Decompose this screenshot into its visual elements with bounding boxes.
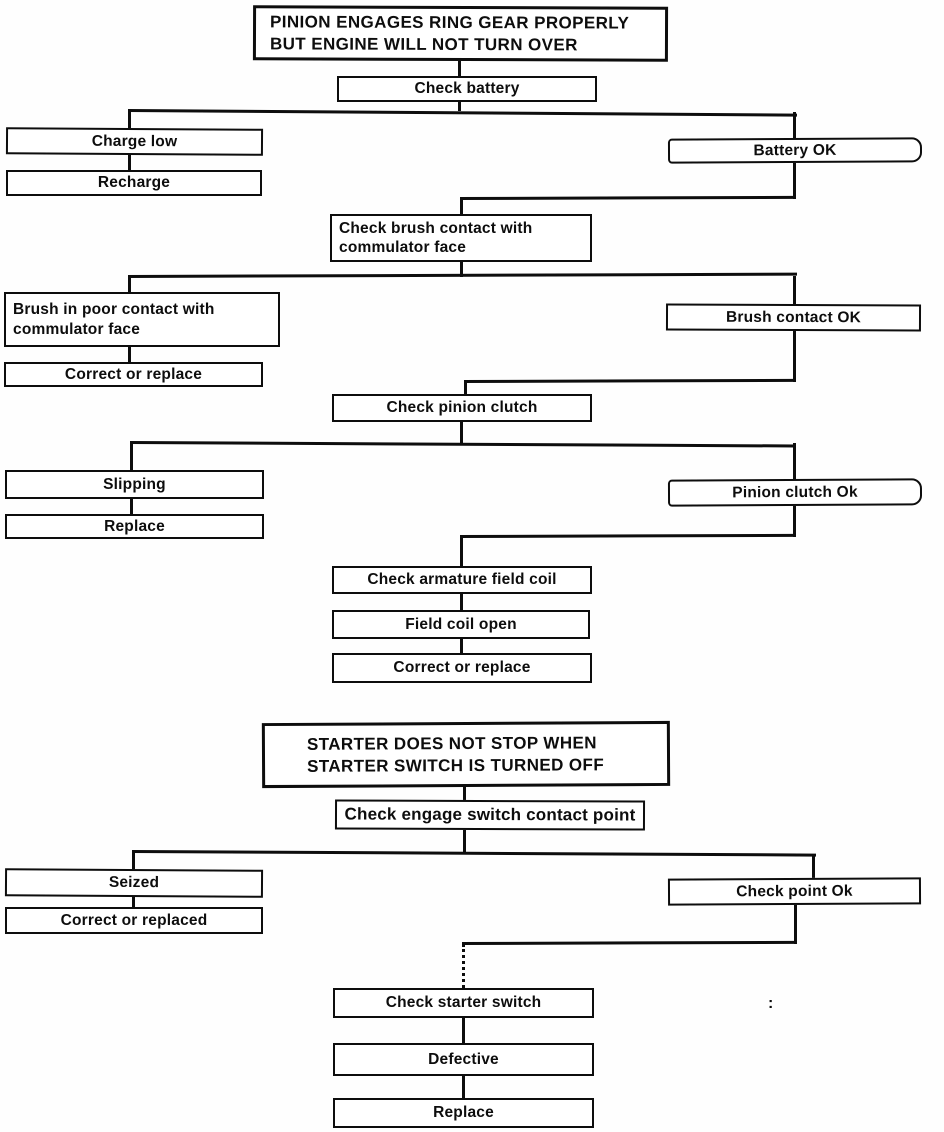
node-check-battery: Check battery xyxy=(337,76,597,102)
connector xyxy=(793,276,796,306)
node-label: Brush contact OK xyxy=(725,308,862,327)
scan-artifact-mark: : xyxy=(768,995,774,1012)
connector xyxy=(130,442,133,470)
connector xyxy=(793,506,796,537)
connector xyxy=(128,276,131,294)
connector xyxy=(128,110,131,129)
connector xyxy=(460,594,463,612)
node-label: Check battery xyxy=(414,80,520,98)
connector xyxy=(463,787,466,801)
section2-title-line2: STARTER SWITCH IS TURNED OFF xyxy=(307,754,605,776)
connector xyxy=(127,272,798,278)
connector xyxy=(129,441,796,448)
node-correct-or-replace-1: Correct or replace xyxy=(4,362,263,387)
connector xyxy=(132,851,135,869)
connector xyxy=(459,195,797,200)
node-battery-ok: Battery OK xyxy=(667,137,923,164)
connector xyxy=(794,905,797,944)
node-label: Brush in poor contact with commulator fa… xyxy=(13,301,215,338)
node-label: Check brush contact with commulator face xyxy=(339,219,533,256)
node-check-point-ok: Check point Ok xyxy=(667,877,922,906)
connector xyxy=(131,850,816,857)
node-section2-title: STARTER DOES NOT STOP WHEN STARTER SWITC… xyxy=(261,720,671,789)
node-defective: Defective xyxy=(333,1043,594,1076)
connector xyxy=(127,109,797,117)
connector xyxy=(793,163,796,199)
connector xyxy=(462,1076,465,1098)
node-replace-2: Replace xyxy=(333,1098,594,1128)
node-label: Slipping xyxy=(103,475,166,493)
node-correct-or-replaced: Correct or replaced xyxy=(5,907,263,934)
connector xyxy=(128,347,131,362)
node-correct-or-replace-2: Correct or replace xyxy=(332,653,592,683)
connector xyxy=(460,422,463,443)
connector xyxy=(461,940,798,945)
connector xyxy=(458,61,461,77)
node-label: Defective xyxy=(428,1050,499,1068)
node-check-starter-switch: Check starter switch xyxy=(333,988,594,1018)
node-check-engage-switch: Check engage switch contact point xyxy=(334,799,646,831)
connector xyxy=(460,536,463,566)
node-label: Check point Ok xyxy=(736,882,853,901)
node-label: Check engage switch contact point xyxy=(344,804,636,825)
node-label: Correct or replaced xyxy=(60,911,208,929)
node-label: Pinion clutch Ok xyxy=(732,483,858,502)
connector xyxy=(459,533,797,538)
connector xyxy=(793,443,796,479)
node-pinion-clutch-ok: Pinion clutch Ok xyxy=(667,478,923,507)
node-label: Replace xyxy=(104,517,165,535)
node-label: Battery OK xyxy=(753,141,837,160)
node-label: Check pinion clutch xyxy=(386,399,538,417)
node-check-armature-field-coil: Check armature field coil xyxy=(332,566,592,594)
node-label: Charge low xyxy=(91,132,178,151)
connector xyxy=(460,262,463,277)
node-label: Field coil open xyxy=(405,615,517,633)
node-label: Correct or replace xyxy=(393,659,531,677)
connector xyxy=(793,112,796,139)
connector xyxy=(464,381,467,396)
connector xyxy=(462,1018,465,1043)
node-label: Check armature field coil xyxy=(367,571,557,589)
node-brush-poor-contact: Brush in poor contact with commulator fa… xyxy=(4,292,280,347)
section1-title-line1: PINION ENGAGES RING GEAR PROPERLY xyxy=(270,12,630,33)
node-label: Recharge xyxy=(97,174,171,192)
section1-title-line2: BUT ENGINE WILL NOT TURN OVER xyxy=(269,33,578,54)
section2-title-line1: STARTER DOES NOT STOP WHEN xyxy=(306,733,597,755)
node-check-brush-contact: Check brush contact with commulator face xyxy=(330,214,592,262)
connector xyxy=(458,101,461,111)
node-seized: Seized xyxy=(4,868,264,898)
connector xyxy=(132,897,135,907)
connector xyxy=(812,854,815,879)
node-field-coil-open: Field coil open xyxy=(332,610,590,639)
node-slipping: Slipping xyxy=(5,470,264,499)
connector xyxy=(463,830,466,852)
node-label: Seized xyxy=(108,874,160,892)
node-label: Correct or replace xyxy=(64,365,203,383)
node-label: Check starter switch xyxy=(385,994,542,1012)
connector xyxy=(463,378,797,383)
connector xyxy=(460,198,463,216)
node-section1-title: PINION ENGAGES RING GEAR PROPERLY BUT EN… xyxy=(252,5,669,62)
node-recharge: Recharge xyxy=(6,170,262,196)
connector xyxy=(793,331,796,382)
connector xyxy=(128,155,131,171)
connector xyxy=(462,944,465,988)
node-brush-contact-ok: Brush contact OK xyxy=(665,303,922,332)
node-label: Replace xyxy=(433,1104,494,1122)
node-check-pinion-clutch: Check pinion clutch xyxy=(332,394,592,422)
connector xyxy=(460,639,463,655)
node-replace-1: Replace xyxy=(5,514,264,539)
connector xyxy=(130,499,133,514)
node-charge-low: Charge low xyxy=(5,127,264,156)
